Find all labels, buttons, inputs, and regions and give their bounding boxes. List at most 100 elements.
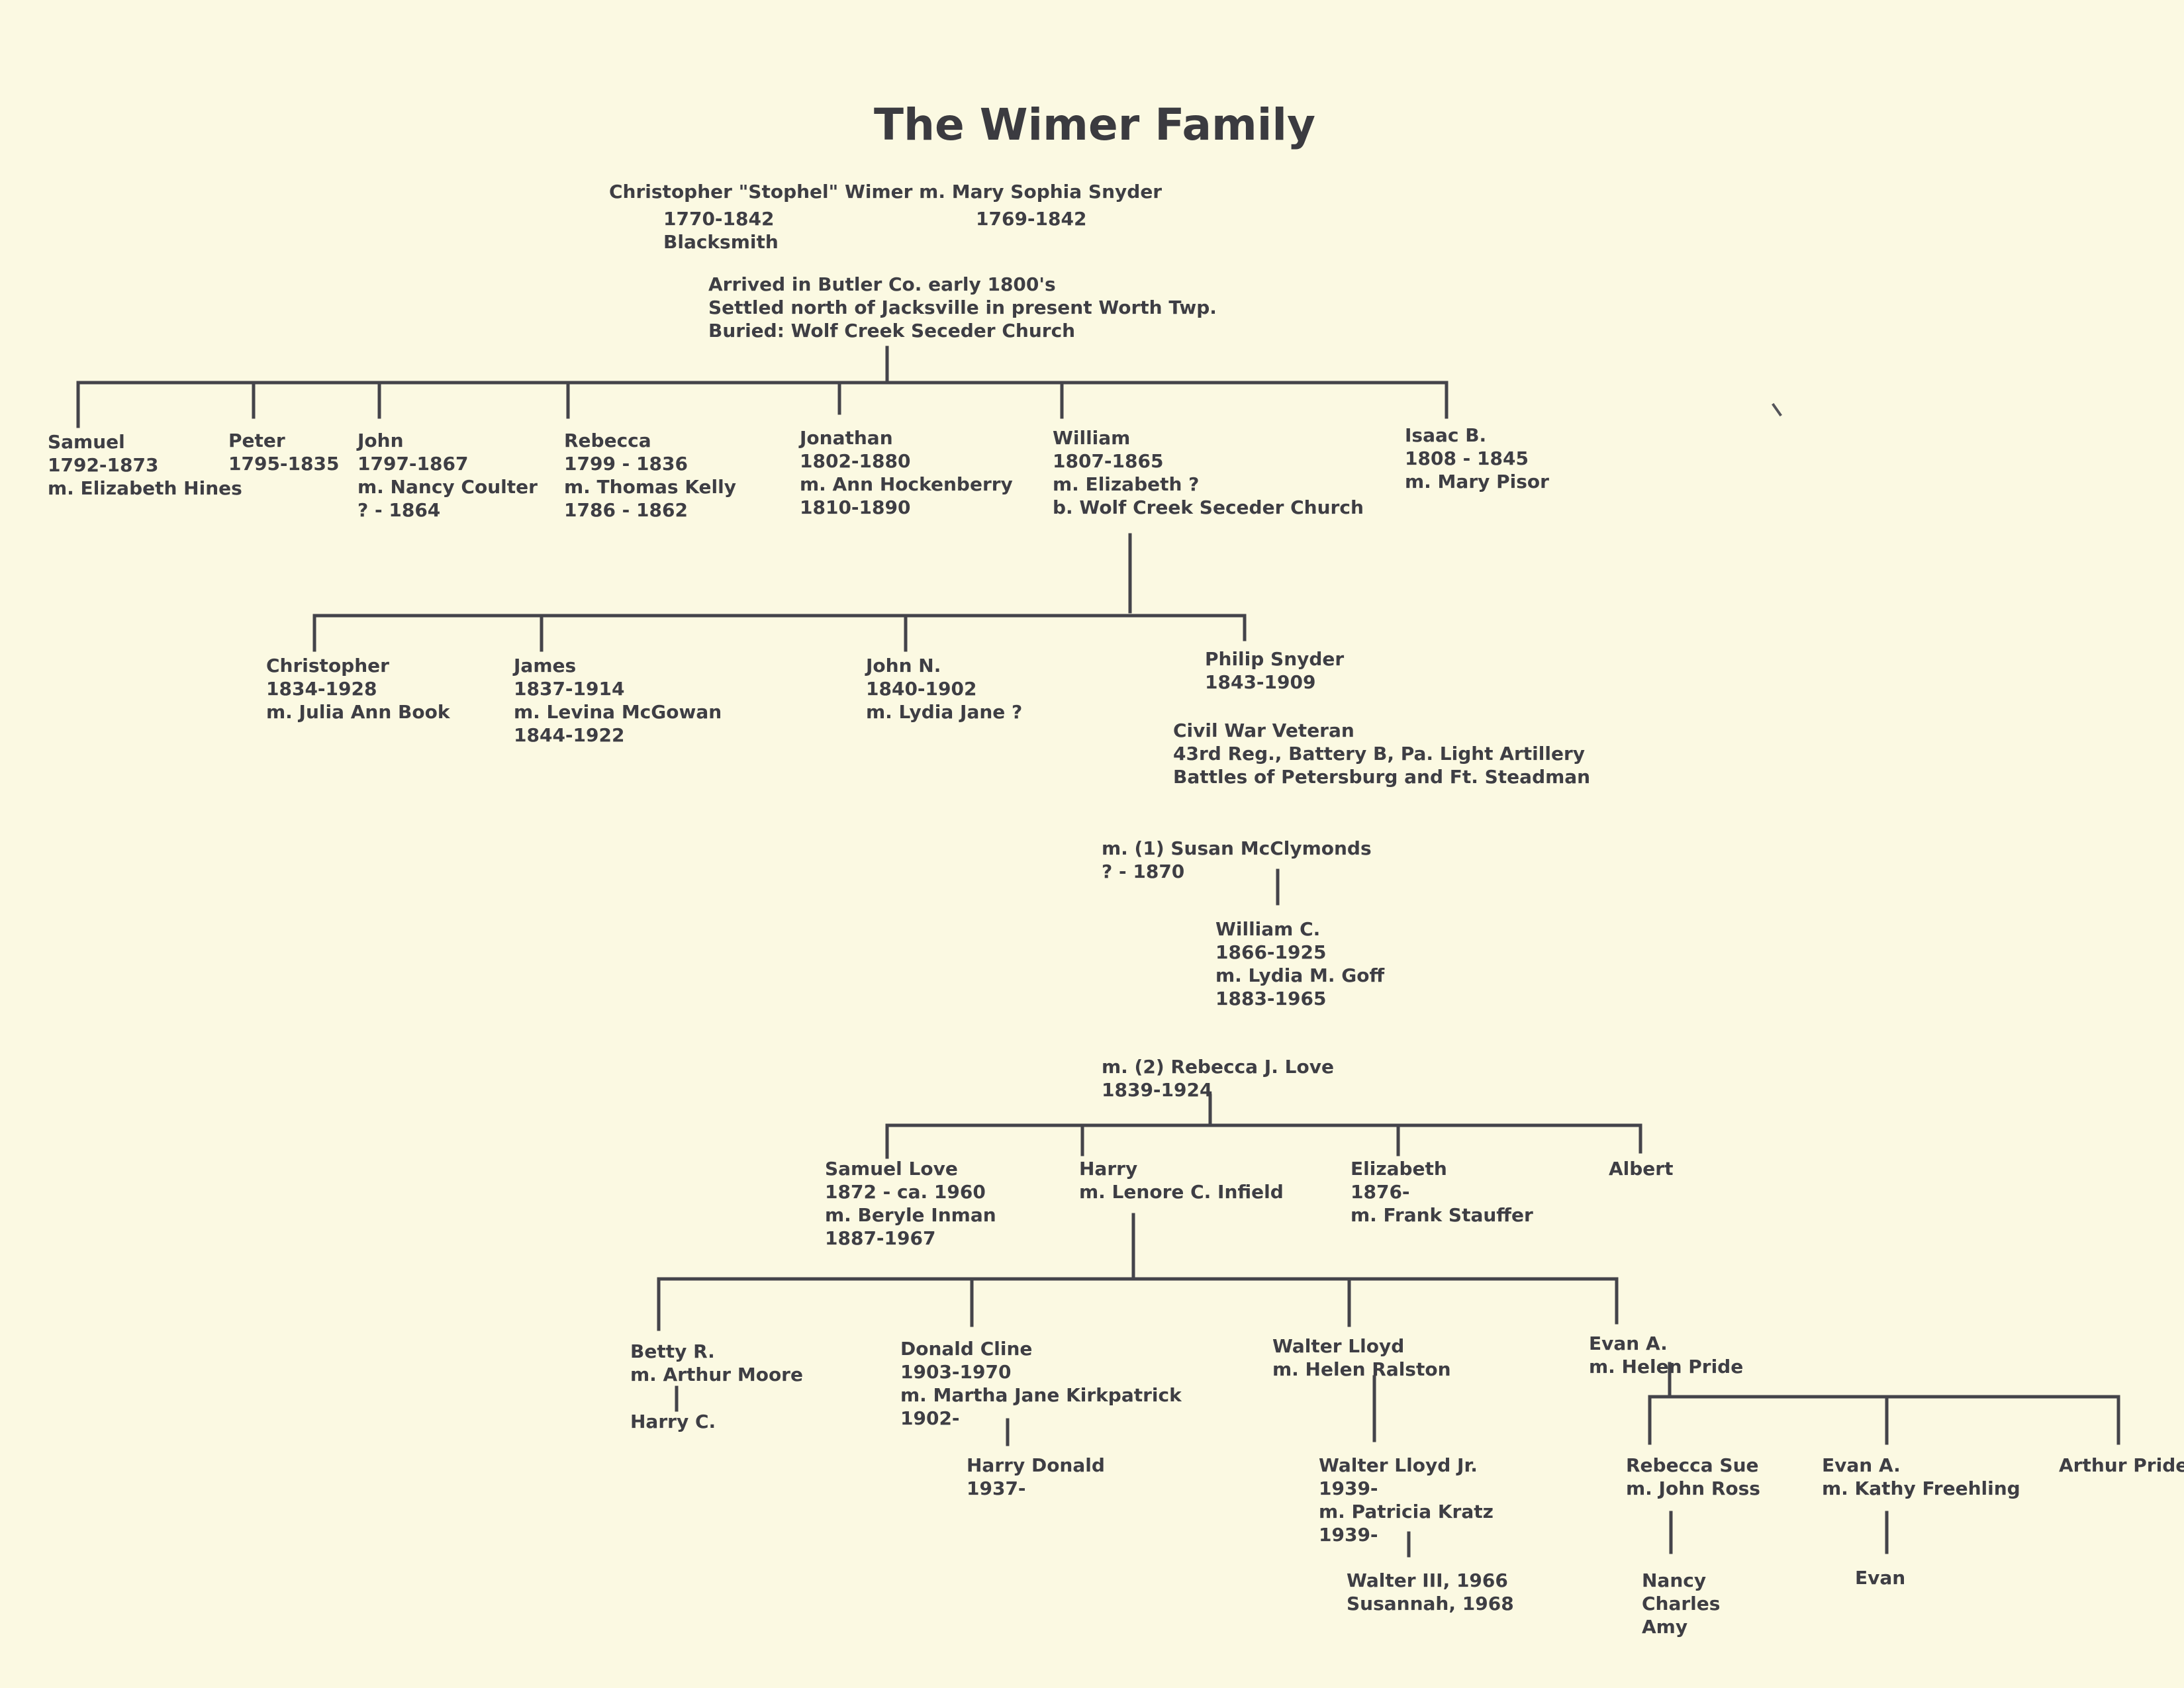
node-arthur-pride: Arthur Pride <box>2059 1454 2184 1477</box>
node-rebecca-sue: Rebecca Sue m. John Ross <box>1626 1454 1760 1500</box>
node-line: m. Elizabeth Hines <box>48 477 242 499</box>
node-line: 1839-1924 <box>1102 1079 1213 1101</box>
node-line: m. Martha Jane Kirkpatrick <box>900 1384 1182 1406</box>
node-walter-lloyd: Walter Lloyd m. Helen Ralston <box>1272 1335 1451 1381</box>
node-line: m. Lydia Jane ? <box>866 701 1023 723</box>
node-line: m. Arthur Moore <box>630 1364 803 1385</box>
node-christopher-jr: Christopher 1834-1928 m. Julia Ann Book <box>266 654 450 724</box>
node-john-n: John N. 1840-1902 m. Lydia Jane ? <box>866 654 1022 724</box>
node-line: m. Helen Pride <box>1589 1356 1744 1378</box>
node-elizabeth: Elizabeth 1876- m. Frank Stauffer <box>1351 1157 1533 1227</box>
node-line: 1902- <box>900 1407 960 1429</box>
node-line: ? - 1870 <box>1102 861 1185 882</box>
node-harry: Harry m. Lenore C. Infield <box>1079 1157 1284 1203</box>
node-line: John <box>357 430 404 451</box>
node-line: m. Ann Hockenberry <box>800 473 1013 495</box>
node-jonathan: Jonathan 1802-1880 m. Ann Hockenberry 18… <box>800 426 1013 519</box>
node-line: 1792-1873 <box>48 454 159 476</box>
node-line: Albert <box>1609 1158 1674 1180</box>
node-line: Rebecca Sue <box>1626 1454 1759 1476</box>
node-evan-a-jr: Evan A. m. Kathy Freehling <box>1822 1454 2020 1500</box>
node-line: ? - 1864 <box>357 499 441 521</box>
node-line: Charles <box>1642 1593 1721 1615</box>
node-line: Walter Lloyd <box>1272 1335 1405 1357</box>
node-settlement-note: Arrived in Butler Co. early 1800's Settl… <box>708 273 1217 342</box>
node-line: m. Lydia M. Goff <box>1215 964 1385 986</box>
node-line: Betty R. <box>630 1340 715 1362</box>
node-line: Philip Snyder <box>1205 648 1345 670</box>
node-line: 1866-1925 <box>1215 941 1327 963</box>
node-susan-mcclymonds: m. (1) Susan McClymonds ? - 1870 <box>1102 837 1372 883</box>
node-line: b. Wolf Creek Seceder Church <box>1053 496 1364 518</box>
node-line: William <box>1053 427 1131 449</box>
node-christopher-stophel: Christopher "Stophel" Wimer m. Mary Soph… <box>609 180 1162 203</box>
node-line: m. Levina McGowan <box>514 701 722 723</box>
node-line: m. (1) Susan McClymonds <box>1102 837 1372 859</box>
node-line: m. Beryle Inman <box>825 1204 996 1226</box>
node-walter-lloyd-jr: Walter Lloyd Jr. 1939- m. Patricia Kratz… <box>1319 1454 1494 1546</box>
node-line: Harry <box>1079 1158 1138 1180</box>
node-philip-civil-war-note: Civil War Veteran 43rd Reg., Battery B, … <box>1173 719 1590 788</box>
node-line: Arrived in Butler Co. early 1800's <box>708 273 1056 295</box>
node-mary-dates: 1769-1842 <box>976 207 1086 230</box>
node-line: 1770-1842 <box>663 208 775 230</box>
node-line: 1872 - ca. 1960 <box>825 1181 986 1203</box>
node-line: 1808 - 1845 <box>1405 447 1529 469</box>
node-isaac: Isaac B. 1808 - 1845 m. Mary Pisor <box>1405 424 1549 493</box>
node-line: 1876- <box>1351 1181 1410 1203</box>
node-james: James 1837-1914 m. Levina McGowan 1844-1… <box>514 654 722 747</box>
node-line: 1840-1902 <box>866 678 977 700</box>
node-line: Evan <box>1855 1567 1906 1589</box>
node-line: William C. <box>1215 918 1321 940</box>
node-christopher-dates: 1770-1842 Blacksmith <box>663 207 779 254</box>
node-line: m. Nancy Coulter <box>357 476 538 498</box>
node-donald-cline: Donald Cline 1903-1970 m. Martha Jane Ki… <box>900 1337 1182 1430</box>
node-line: 1844-1922 <box>514 724 625 746</box>
node-line: Evan A. <box>1822 1454 1901 1476</box>
node-line: 1883-1965 <box>1215 988 1327 1009</box>
node-line: Rebecca <box>564 430 651 451</box>
node-line: 1769-1842 <box>976 208 1087 230</box>
node-line: Jonathan <box>800 427 893 449</box>
node-line: Harry Donald <box>967 1454 1105 1476</box>
node-line: 1810-1890 <box>800 496 911 518</box>
node-harry-c: Harry C. <box>630 1410 716 1433</box>
node-line: m. (2) Rebecca J. Love <box>1102 1056 1334 1078</box>
page-title: The Wimer Family <box>874 99 1316 150</box>
node-line: m. Thomas Kelly <box>564 476 736 498</box>
node-william: William 1807-1865 m. Elizabeth ? b. Wolf… <box>1053 426 1364 519</box>
node-line: m. Julia Ann Book <box>266 701 450 723</box>
node-line: Peter <box>228 430 285 451</box>
node-line: Harry C. <box>630 1411 716 1432</box>
node-line: m. Elizabeth ? <box>1053 473 1200 495</box>
node-line: 1939- <box>1319 1524 1378 1546</box>
node-line: 1937- <box>967 1477 1026 1499</box>
node-line: m. Lenore C. Infield <box>1079 1181 1284 1203</box>
node-line: m. Frank Stauffer <box>1351 1204 1533 1226</box>
node-betty-r: Betty R. m. Arthur Moore <box>630 1340 803 1386</box>
node-john: John 1797-1867 m. Nancy Coulter ? - 1864 <box>357 429 538 522</box>
node-line: 1786 - 1862 <box>564 499 688 521</box>
node-line: Amy <box>1642 1616 1688 1638</box>
node-line: Nancy <box>1642 1570 1707 1591</box>
node-line: m. John Ross <box>1626 1477 1760 1499</box>
node-evan-child: Evan <box>1855 1566 1905 1589</box>
node-line: m. Kathy Freehling <box>1822 1477 2020 1499</box>
node-line: 1834-1928 <box>266 678 377 700</box>
node-peter: Peter 1795-1835 <box>228 429 339 475</box>
node-line: 1807-1865 <box>1053 450 1164 472</box>
node-rebecca-j-love: m. (2) Rebecca J. Love 1839-1924 <box>1102 1055 1334 1102</box>
node-albert: Albert <box>1609 1157 1674 1180</box>
node-line: 1837-1914 <box>514 678 625 700</box>
node-evan-a-sr: Evan A. m. Helen Pride <box>1589 1332 1743 1378</box>
node-line: Walter III, 1966 <box>1347 1570 1508 1591</box>
node-line: Settled north of Jacksville in present W… <box>708 297 1217 318</box>
node-line: 1843-1909 <box>1205 671 1316 693</box>
node-nancy-charles-amy: Nancy Charles Amy <box>1642 1569 1720 1638</box>
node-walter-iii-susannah: Walter III, 1966 Susannah, 1968 <box>1347 1569 1514 1615</box>
node-line: Samuel <box>48 431 125 453</box>
node-line: Arthur Pride <box>2059 1454 2184 1476</box>
node-line: Samuel Love <box>825 1158 958 1180</box>
node-line: 43rd Reg., Battery B, Pa. Light Artiller… <box>1173 743 1586 765</box>
